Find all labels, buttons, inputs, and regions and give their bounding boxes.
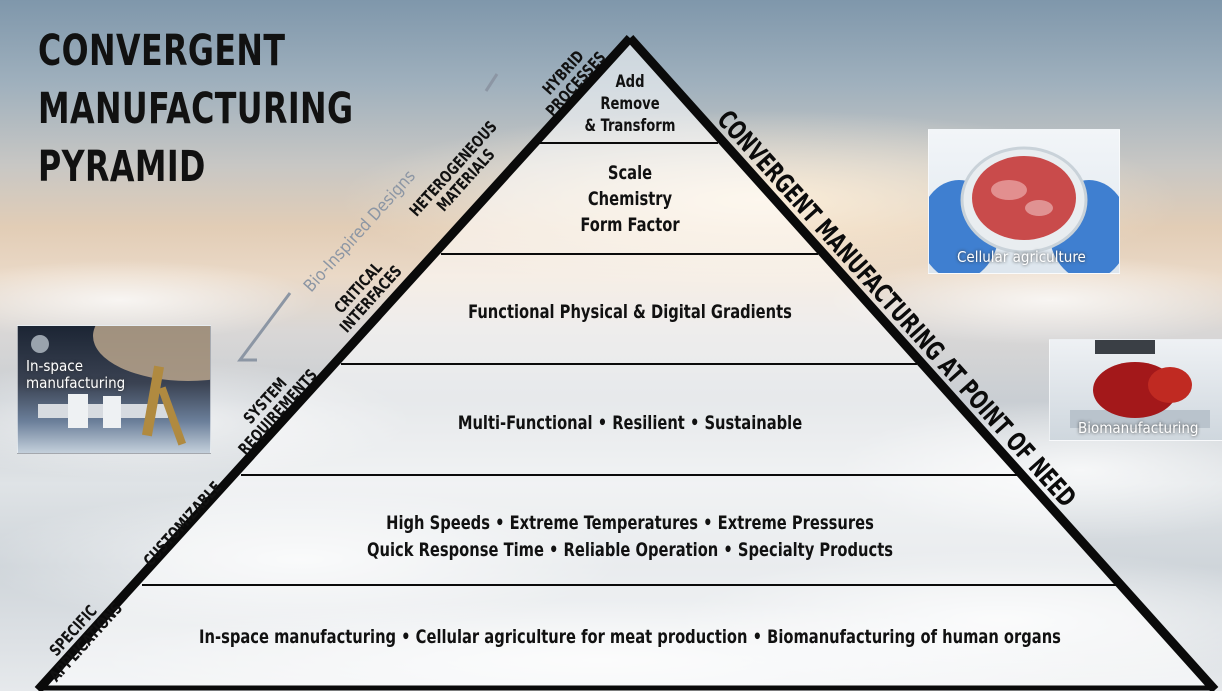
diagram-title: CONVERGENT MANUFACTURING PYRAMID <box>38 22 353 196</box>
tier-line: & Transform <box>584 116 676 136</box>
bio-inspired-bracket-lower <box>237 292 292 362</box>
tier-line: Add <box>615 72 645 92</box>
tier-line: Chemistry <box>587 188 673 210</box>
pyramid-right-edge <box>626 34 1219 691</box>
tier-line: In-space manufacturing • Cellular agricu… <box>199 626 1061 648</box>
photo-cellular-agriculture: Cellular agriculture <box>928 129 1120 274</box>
tier-6-text: In-space manufacturing • Cellular agricu… <box>157 624 1103 650</box>
tier-line: Multi-Functional • Resilient • Sustainab… <box>457 412 803 434</box>
tier-4-text: Multi-Functional • Resilient • Sustainab… <box>372 410 888 436</box>
bioprinted-heart-icon <box>1070 340 1210 428</box>
photo-label-in-space: In-space manufacturing <box>26 358 125 392</box>
tier-line: High Speeds • Extreme Temperatures • Ext… <box>386 512 874 534</box>
tier-line: Quick Response Time • Reliable Operation… <box>366 539 894 561</box>
photo-label-cellular: Cellular agriculture <box>957 248 1086 266</box>
photo-label-line: In-space <box>26 357 83 375</box>
pyramid-left-edge <box>34 34 634 691</box>
bio-inspired-bracket <box>484 73 499 92</box>
tier-line: Scale <box>607 162 653 184</box>
tier-2-text: Scale Chemistry Form Factor <box>553 160 708 238</box>
tier-1-text: Add Remove & Transform <box>570 71 690 137</box>
lab-grown-meat-icon <box>929 146 1119 273</box>
tier-3-text: Functional Physical & Digital Gradients <box>415 299 845 325</box>
space-station-icon <box>31 326 210 446</box>
tier-line: Form Factor <box>580 214 680 236</box>
photo-label-bio: Biomanufacturing <box>1078 419 1199 437</box>
photo-biomanufacturing: Biomanufacturing <box>1049 339 1222 441</box>
photo-in-space: In-space manufacturing <box>17 325 211 454</box>
tier-line: Remove <box>600 94 660 114</box>
title-line: MANUFACTURING <box>38 84 354 134</box>
tier-line: Functional Physical & Digital Gradients <box>468 301 792 323</box>
photo-label-line: manufacturing <box>26 374 126 392</box>
tier-5-text: High Speeds • Extreme Temperatures • Ext… <box>286 510 974 564</box>
title-line: PYRAMID <box>38 142 206 192</box>
title-line: CONVERGENT <box>38 26 286 76</box>
